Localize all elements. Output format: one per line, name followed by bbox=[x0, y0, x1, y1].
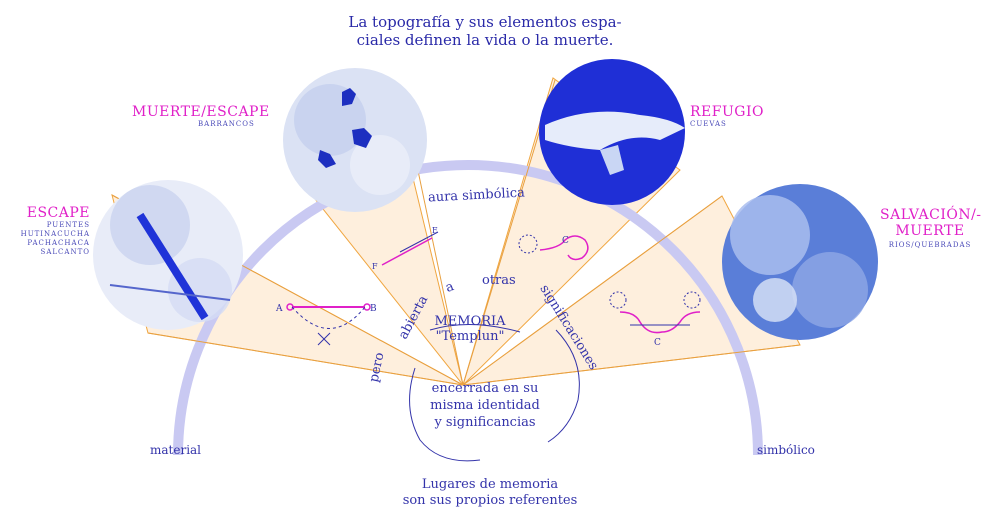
sketch-cave bbox=[518, 234, 589, 261]
letter-c-cave: C bbox=[562, 236, 569, 246]
label-refugio: REFUGIO bbox=[690, 104, 764, 120]
label-material: material bbox=[150, 443, 202, 457]
footer-line-1: Lugares de memoria bbox=[421, 477, 559, 492]
label-templun: "Templun" bbox=[435, 329, 505, 344]
letter-e: E bbox=[432, 226, 438, 235]
label-simbolico: simbólico bbox=[757, 443, 815, 457]
sub-escape-2: HUTINACUCHA bbox=[20, 230, 90, 238]
sketch-river bbox=[609, 291, 701, 334]
letter-b: B bbox=[370, 304, 377, 314]
enclosed-line-1: encerrada en su bbox=[431, 381, 539, 396]
sketch-cliff bbox=[381, 231, 439, 266]
letter-a: A bbox=[276, 304, 283, 314]
label-salvacion-1: SALVACIÓN/- bbox=[880, 207, 982, 223]
sub-rios: RIOS/QUEBRADAS bbox=[888, 241, 972, 249]
label-escape: ESCAPE bbox=[26, 205, 90, 221]
enclosed-line-3: y significancias bbox=[434, 415, 536, 430]
photo-rios bbox=[722, 184, 878, 340]
inner-curves bbox=[409, 324, 580, 462]
sub-escape-4: SALCANTO bbox=[40, 248, 90, 256]
label-salvacion-2: MUERTE bbox=[895, 223, 965, 239]
letter-f: F bbox=[372, 262, 378, 271]
photo-escape bbox=[93, 180, 243, 330]
label-muerte-escape: MUERTE/ESCAPE bbox=[132, 104, 270, 120]
title-line-1: La topografía y sus elementos espa- bbox=[348, 13, 622, 31]
label-otras: otras bbox=[482, 273, 516, 288]
sub-barrancos: BARRANCOS bbox=[198, 120, 255, 128]
photo-barrancos bbox=[283, 68, 427, 212]
sub-cuevas: CUEVAS bbox=[690, 120, 727, 128]
enclosed-line-2: misma identidad bbox=[430, 398, 540, 413]
sub-escape-1: PUENTES bbox=[46, 221, 90, 229]
footer-line-2: son sus propios referentes bbox=[402, 493, 578, 508]
letter-c-river: C bbox=[654, 338, 661, 348]
sketch-bridge bbox=[286, 303, 371, 346]
sub-escape-3: PACHACHACA bbox=[27, 239, 90, 247]
label-memoria: MEMORIA bbox=[434, 314, 506, 329]
photo-cuevas bbox=[539, 59, 685, 205]
title-line-2: ciales definen la vida o la muerte. bbox=[356, 31, 614, 49]
